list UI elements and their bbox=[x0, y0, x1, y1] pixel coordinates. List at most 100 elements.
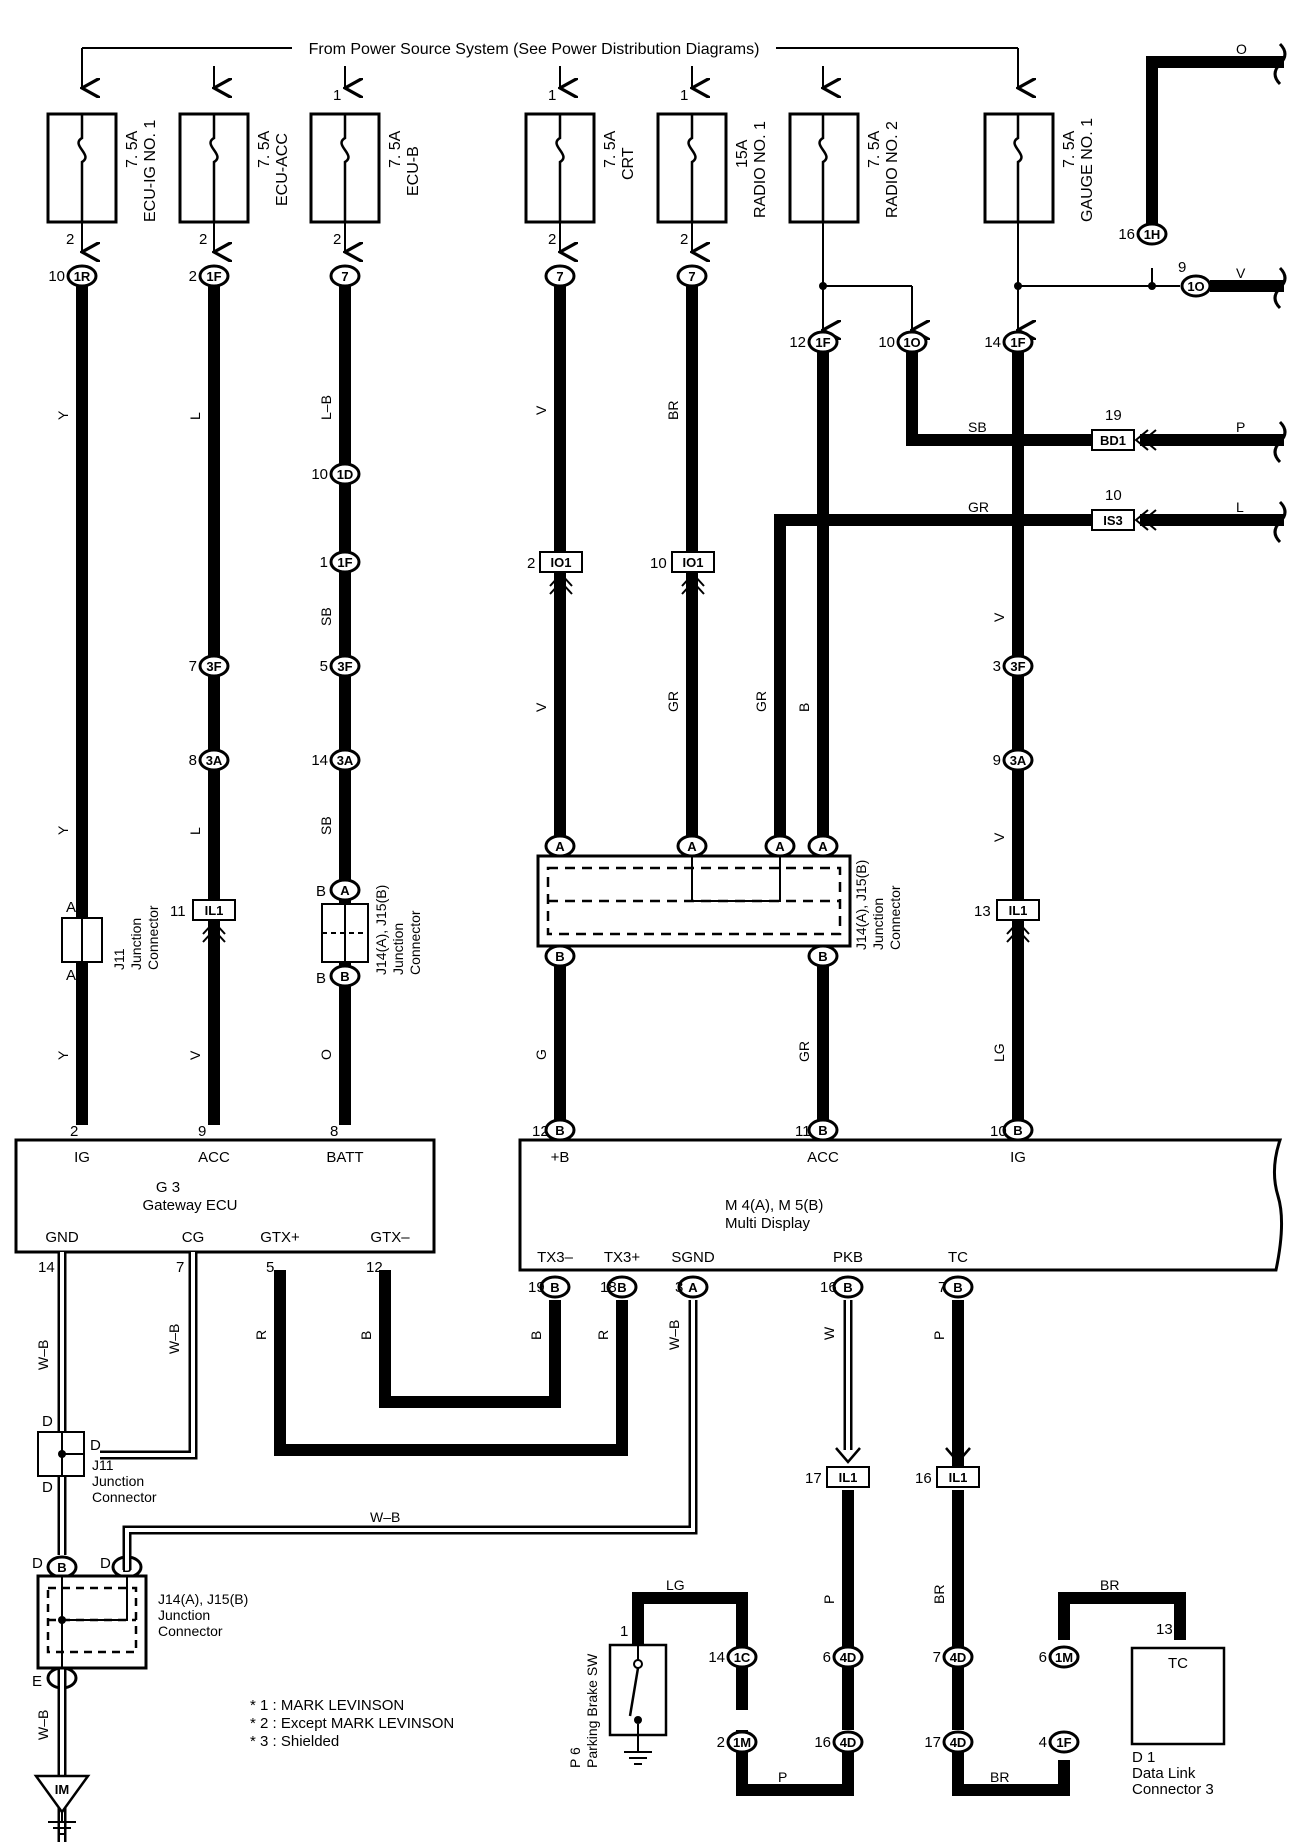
pin-label: 12 bbox=[366, 1259, 383, 1276]
connector-bd1: BD1 19 bbox=[1091, 407, 1157, 451]
wire-label: SB bbox=[318, 607, 334, 626]
connector-oval-b: B bbox=[832, 1275, 864, 1299]
gateway-ecu: IG ACC BATT G 3 Gateway ECU GND CG GTX+ … bbox=[14, 1123, 436, 1276]
dlc-pin-tc: TC bbox=[1168, 1655, 1188, 1672]
connector-label: 3A bbox=[337, 753, 354, 768]
pin-label: 2 bbox=[66, 231, 74, 248]
fuse-ecu-acc: 7. 5A ECU-ACC bbox=[178, 112, 291, 224]
display-pin-tx3-plus: TX3+ bbox=[604, 1249, 641, 1266]
pin-label: 1 bbox=[333, 87, 341, 104]
dlc-name: Connector 3 bbox=[1132, 1781, 1214, 1798]
pin-label: 16 bbox=[1118, 226, 1135, 243]
display-pin-acc: ACC bbox=[807, 1149, 839, 1166]
pin-label: 12 bbox=[789, 334, 806, 351]
pin-label: D bbox=[100, 1555, 111, 1572]
pin-label: 11 bbox=[795, 1123, 811, 1140]
pin-label: 6 bbox=[1039, 1649, 1047, 1666]
pin-label: 9 bbox=[198, 1123, 206, 1140]
pin-label: 17 bbox=[805, 1470, 822, 1487]
connector-label: 1O bbox=[1187, 279, 1204, 294]
connector-oval-b: B bbox=[807, 1118, 839, 1142]
connector-label: A bbox=[775, 839, 785, 854]
junction-id: J11 bbox=[92, 1457, 114, 1473]
wire-label: W–B bbox=[666, 1320, 682, 1350]
wire-label: GR bbox=[796, 1041, 812, 1062]
pin-label: 11 bbox=[170, 903, 186, 920]
connector-label: B bbox=[555, 1123, 564, 1138]
connector-label: IL1 bbox=[1009, 903, 1028, 918]
connector-oval-3f: 3F5 bbox=[320, 654, 361, 678]
junction-label: Connector bbox=[407, 910, 423, 975]
pin-label: 14 bbox=[708, 1649, 725, 1666]
wire-label: BR bbox=[931, 1585, 947, 1604]
fuse-name: GAUGE NO. 1 bbox=[1079, 118, 1096, 222]
pin-label: 7 bbox=[938, 1279, 946, 1296]
connector-oval-a: A bbox=[764, 834, 796, 858]
pin-label: 2 bbox=[70, 1123, 78, 1140]
connector-io1-radio1: IO1 10 bbox=[650, 551, 715, 595]
wire-label: P bbox=[821, 1595, 837, 1604]
junction-label: Connector bbox=[158, 1623, 223, 1639]
connector-oval-1f: 1F 12 bbox=[789, 330, 839, 354]
connector-label: B bbox=[57, 1560, 66, 1575]
wire-label: LG bbox=[666, 1577, 685, 1593]
connector-label: IL1 bbox=[839, 1470, 858, 1485]
wire-label: V bbox=[991, 612, 1007, 622]
connector-oval-1f: 1F4 bbox=[1039, 1730, 1080, 1754]
pin-label: 1 bbox=[548, 87, 556, 104]
note-3: * 3 : Shielded bbox=[250, 1733, 339, 1750]
switch-name: Parking Brake SW bbox=[584, 1653, 600, 1768]
connector-label: B bbox=[953, 1280, 962, 1295]
connector-label: 3A bbox=[1010, 753, 1027, 768]
header-text: From Power Source System (See Power Dist… bbox=[309, 41, 760, 58]
connector-label: 1F bbox=[815, 335, 830, 350]
wire-color-labels: Y Y Y L L V L–B SB SB O V V G BR GR GR B… bbox=[35, 41, 1247, 1785]
power-source-header: From Power Source System (See Power Dist… bbox=[82, 41, 1018, 88]
wire-label: L bbox=[187, 827, 203, 835]
dlc-name: Data Link bbox=[1132, 1765, 1196, 1782]
pin-label: 3 bbox=[993, 658, 1001, 675]
connector-oval-1o: 1O9 bbox=[1178, 259, 1212, 298]
connector-label: A bbox=[818, 839, 828, 854]
fuse-name: CRT bbox=[620, 147, 637, 180]
junction-label: Connector bbox=[92, 1489, 157, 1505]
display-name: Multi Display bbox=[725, 1215, 811, 1232]
connector-label: B bbox=[1013, 1123, 1022, 1138]
ecu-pin-batt: BATT bbox=[326, 1149, 363, 1166]
pin-label: D bbox=[42, 1413, 53, 1430]
wire-label: GR bbox=[968, 499, 989, 515]
connector-label: 7 bbox=[556, 269, 563, 284]
pin-label: B bbox=[316, 883, 326, 900]
connector-label: BD1 bbox=[1100, 433, 1126, 448]
ecu-name: Gateway ECU bbox=[142, 1197, 237, 1214]
j11-junction-lower: D D D J11 Junction Connector bbox=[37, 1413, 157, 1505]
pin-label: 2 bbox=[199, 231, 207, 248]
connector-label: 4D bbox=[840, 1650, 857, 1665]
wire-label: Y bbox=[55, 825, 71, 835]
connector-label: 7 bbox=[341, 269, 348, 284]
fuse-rating: 15A bbox=[734, 139, 751, 168]
connector-label: B bbox=[340, 969, 349, 984]
connector-label: 1R bbox=[74, 269, 91, 284]
display-pin-b: +B bbox=[551, 1149, 570, 1166]
connector-label: IO1 bbox=[551, 555, 572, 570]
pin-label: D bbox=[90, 1437, 101, 1454]
wire-label: GR bbox=[753, 691, 769, 712]
connector-label: 1H bbox=[1144, 227, 1161, 242]
connector-label: 1M bbox=[733, 1735, 751, 1750]
junction-label: Connector bbox=[887, 885, 903, 950]
junction-label: Junction bbox=[158, 1607, 210, 1623]
wire-label: W–B bbox=[166, 1324, 182, 1354]
pin-label: 1 bbox=[680, 87, 688, 104]
wire-label: R bbox=[253, 1330, 269, 1340]
pin-label: D bbox=[32, 1555, 43, 1572]
pin-label: D bbox=[42, 1479, 53, 1496]
j14-junction-block: J14(A), J15(B) Junction Connector bbox=[536, 854, 903, 950]
wire-label: SB bbox=[318, 816, 334, 835]
wire-label: B bbox=[796, 703, 812, 712]
connector-oval-b: B bbox=[1002, 1118, 1034, 1142]
